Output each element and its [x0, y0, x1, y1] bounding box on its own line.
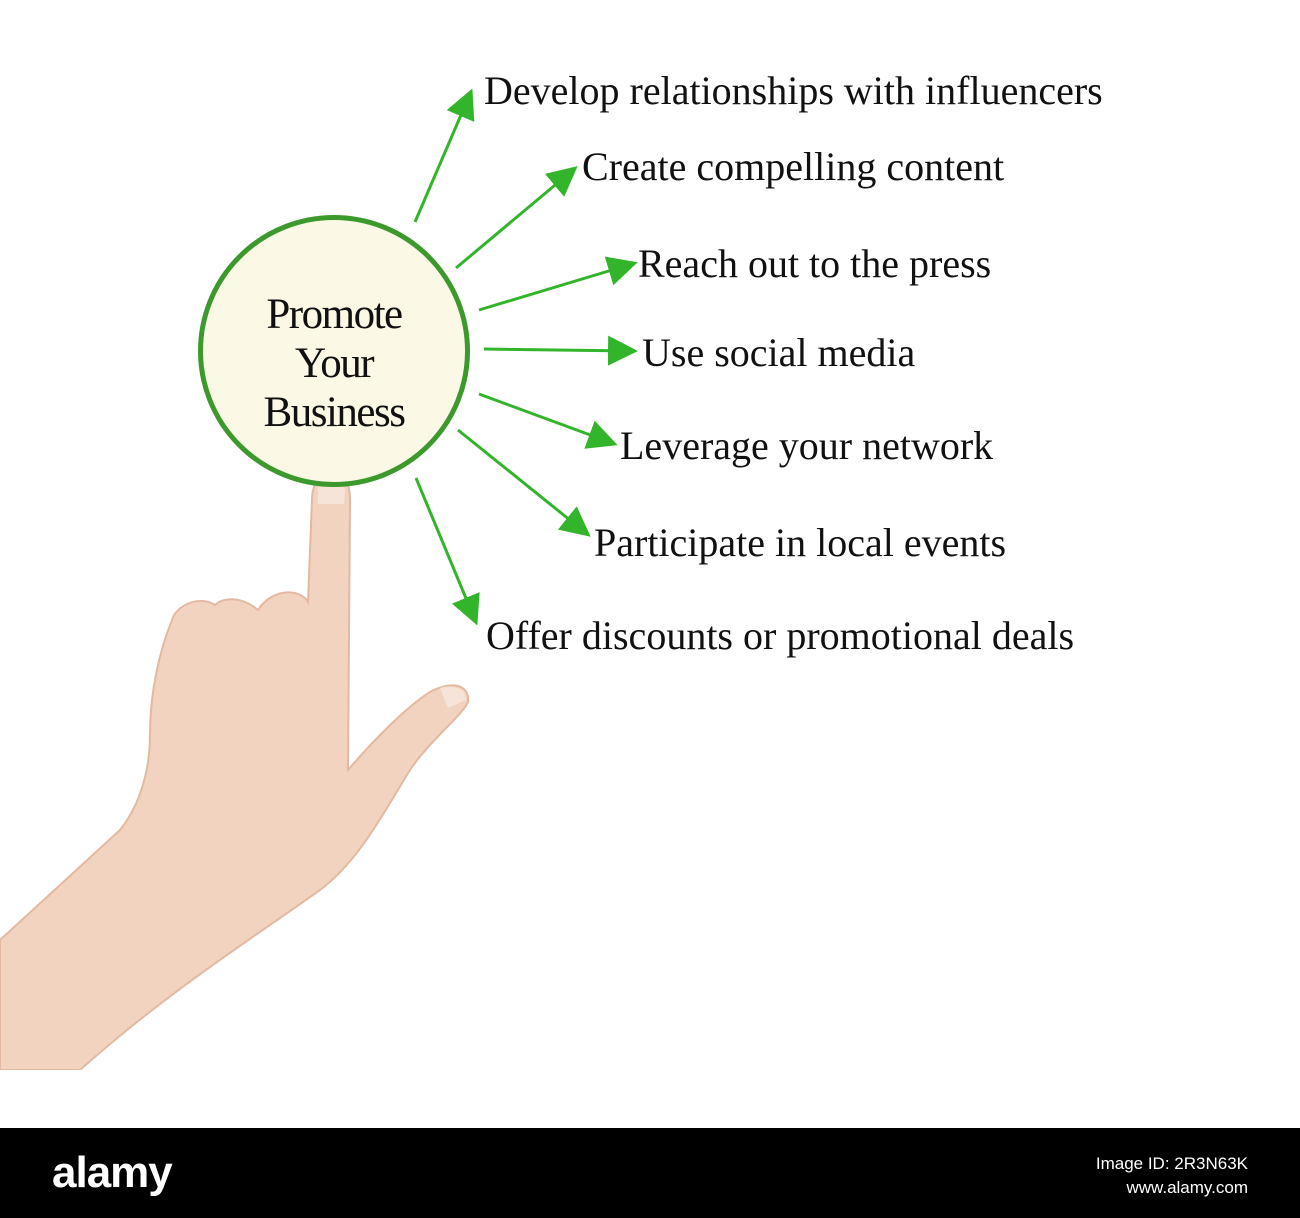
branch-label-network: Leverage your network: [620, 423, 994, 468]
brand-logo: alamy: [52, 1148, 173, 1197]
connector-arrow-1: [413, 88, 475, 223]
connector-arrow-6: [457, 428, 591, 537]
branch-label-discounts: Offer discounts or promotional deals: [486, 613, 1075, 658]
connector-arrow-2: [455, 166, 578, 270]
connector-arrow-7: [414, 477, 480, 626]
branch-label-social-media: Use social media: [642, 330, 916, 375]
hub-circle: Promote Your Business: [198, 215, 470, 487]
branch-label-content: Create compelling content: [582, 144, 1005, 189]
branch-label-influencers: Develop relationships with influencers: [484, 68, 1103, 113]
arrows-layer: [413, 88, 638, 626]
image-id-text: Image ID: 2R3N63K www.alamy.com: [1096, 1152, 1248, 1200]
branch-label-press: Reach out to the press: [638, 241, 992, 286]
pointing-hand-illustration: [0, 470, 470, 1070]
connector-arrow-3: [478, 256, 638, 312]
branch-label-local-events: Participate in local events: [594, 520, 1007, 565]
hub-title: Promote Your Business: [263, 291, 406, 436]
footer-bar: alamy Image ID: 2R3N63K www.alamy.com: [0, 1128, 1300, 1218]
connector-arrow-5: [478, 392, 618, 449]
image-id: Image ID: 2R3N63K: [1095, 1154, 1248, 1173]
connector-arrow-4: [483, 335, 638, 366]
diagram-canvas: Promote Your Business Develop relationsh…: [0, 68, 1103, 1070]
site-url: www.alamy.com: [1126, 1178, 1248, 1197]
